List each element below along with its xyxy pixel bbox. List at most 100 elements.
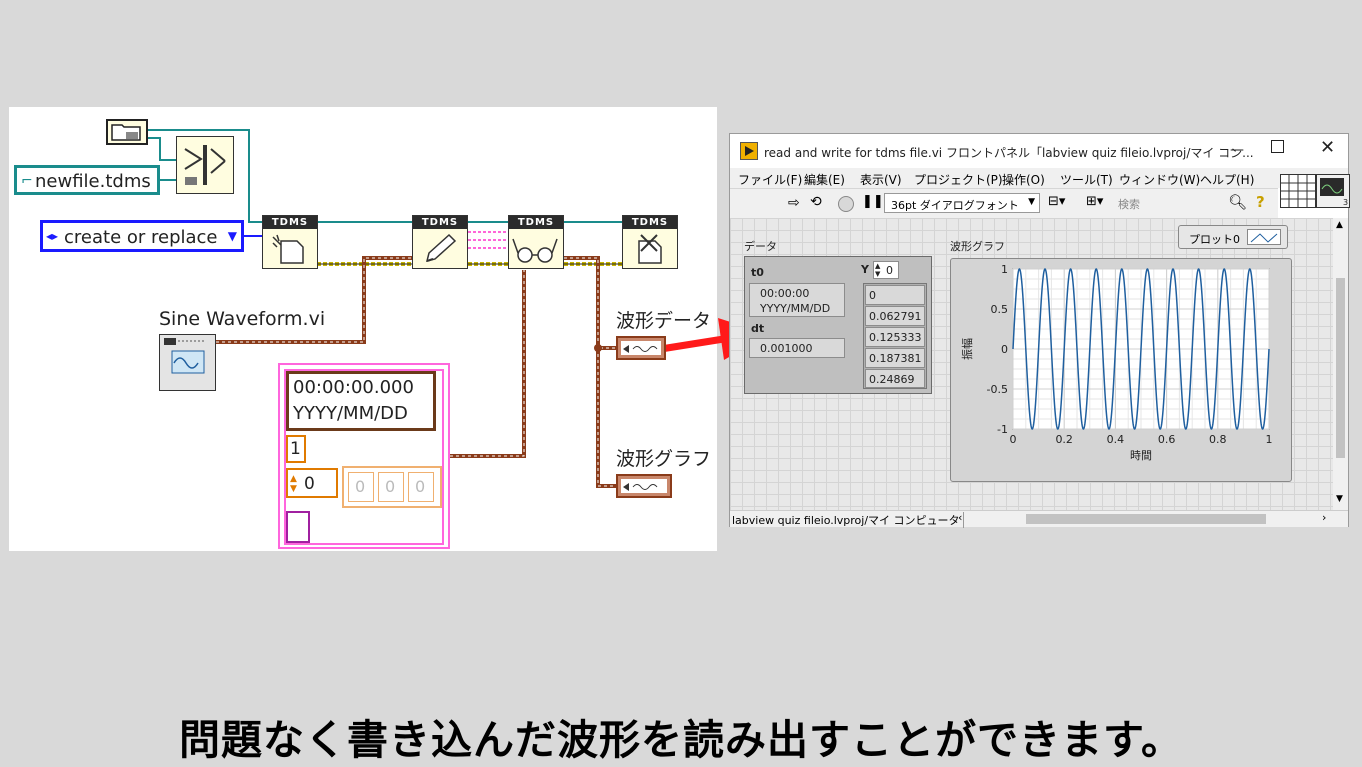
minimize-icon[interactable]: — bbox=[1230, 142, 1244, 158]
vi-icon[interactable]: 3 bbox=[1316, 174, 1350, 208]
menu-window[interactable]: ウィンドウ(W) bbox=[1119, 173, 1201, 187]
y-array-element: 0.062791 bbox=[869, 310, 922, 323]
graph-label: 波形グラフ bbox=[950, 240, 1005, 253]
menu-bar: ファイル(F) 編集(E) 表示(V) プロジェクト(P) 操作(O) ツール(… bbox=[730, 168, 1348, 188]
pause-icon[interactable]: ❚❚ bbox=[862, 194, 884, 209]
series-line bbox=[1012, 268, 1270, 430]
vertical-scroll-thumb[interactable] bbox=[1336, 278, 1345, 458]
horizontal-scroll-thumb[interactable] bbox=[1026, 514, 1266, 524]
dt-text: 1 bbox=[290, 439, 301, 459]
path-wire bbox=[136, 129, 262, 223]
menu-file[interactable]: ファイル(F) bbox=[738, 173, 803, 187]
t0-date: YYYY/MM/DD bbox=[760, 302, 831, 315]
help-icon[interactable]: ? bbox=[1256, 193, 1265, 211]
x-tick-label: 0.4 bbox=[1107, 433, 1125, 446]
array-index-control[interactable]: ▲▼ 0 bbox=[286, 468, 338, 498]
open-file-icon bbox=[272, 234, 304, 264]
align-icon[interactable]: ⊟▾ bbox=[1048, 194, 1066, 209]
tdms-close-header: TDMS bbox=[623, 216, 677, 229]
menu-help[interactable]: ヘルプ(H) bbox=[1200, 173, 1255, 187]
toolbar: ⇨ ⟲ ❚❚ 36pt ダイアログフォント ▼ ⊟▾ ⊞▾ 検索 🔍︎ ? bbox=[730, 188, 1278, 220]
array-element: 0 bbox=[385, 477, 396, 496]
sine-waveform-label: Sine Waveform.vi bbox=[159, 308, 326, 330]
search-input[interactable]: 検索 bbox=[1118, 198, 1140, 211]
plot-line-icon bbox=[1247, 229, 1281, 245]
attributes-constant[interactable] bbox=[286, 511, 310, 543]
t0-value: 00:00:00 YYYY/MM/DD bbox=[749, 283, 845, 317]
y-array-element: 0.187381 bbox=[869, 352, 922, 365]
x-tick-label: 0 bbox=[1010, 433, 1017, 446]
sine-waveform-vi-icon[interactable] bbox=[159, 334, 216, 391]
menu-edit[interactable]: 編集(E) bbox=[804, 173, 845, 187]
folder-constant-icon[interactable] bbox=[106, 115, 148, 145]
array-element: 0 bbox=[355, 477, 366, 496]
search-icon[interactable]: 🔍︎ bbox=[1228, 193, 1248, 211]
scroll-up-icon[interactable]: ▲ bbox=[1336, 220, 1343, 230]
file-path-constant[interactable]: ⌐ newfile.tdms bbox=[14, 165, 160, 195]
x-tick-label: 0.2 bbox=[1055, 433, 1073, 446]
tdms-read-node[interactable]: TDMS bbox=[508, 215, 564, 269]
y-array-element: 0 bbox=[869, 289, 876, 302]
tdms-write-node[interactable]: TDMS bbox=[412, 215, 468, 269]
dt-constant[interactable]: 1 bbox=[286, 435, 306, 463]
tdms-write-header: TDMS bbox=[413, 216, 467, 229]
wire-junction bbox=[594, 344, 602, 352]
y-array-element: 0.24869 bbox=[869, 373, 915, 386]
connector-pane-icon[interactable] bbox=[1280, 174, 1316, 208]
menu-operate[interactable]: 操作(O) bbox=[1002, 173, 1045, 187]
x-tick-label: 1 bbox=[1266, 433, 1273, 446]
scroll-left-icon[interactable]: ‹ bbox=[958, 511, 963, 524]
waveform-indicator-label: データ bbox=[744, 240, 777, 253]
close-icon[interactable]: ✕ bbox=[1320, 137, 1336, 158]
pencil-icon bbox=[425, 233, 457, 263]
tdms-close-node[interactable]: TDMS bbox=[622, 215, 678, 269]
chevron-down-icon: ▼ bbox=[1028, 197, 1035, 207]
t0-time-text: 00:00:00.000 bbox=[293, 377, 414, 398]
distribute-icon[interactable]: ⊞▾ bbox=[1086, 194, 1104, 209]
maximize-icon[interactable] bbox=[1271, 140, 1284, 153]
waveform-constant[interactable]: 00:00:00.000 YYYY/MM/DD 1 ▲▼ 0 0 0 0 bbox=[278, 363, 450, 549]
status-bar: labview quiz fileio.lvproj/マイ コンピュータ ‹ › bbox=[730, 510, 1348, 528]
operation-enum-constant[interactable]: ◂▸ create or replace ▼ bbox=[40, 220, 244, 252]
y-array: 0 0.062791 0.125333 0.187381 0.24869 bbox=[863, 283, 927, 389]
run-arrow-icon[interactable]: ⇨ bbox=[788, 195, 800, 211]
t0-timestamp-constant[interactable]: 00:00:00.000 YYYY/MM/DD bbox=[286, 371, 436, 431]
y-tick-label: 0 bbox=[1001, 343, 1008, 356]
index-text: 0 bbox=[304, 474, 315, 494]
font-select[interactable]: 36pt ダイアログフォント ▼ bbox=[884, 193, 1040, 213]
waveform-indicator: t0 00:00:00 YYYY/MM/DD dt 0.001000 Y ▲▼ … bbox=[744, 256, 932, 394]
tdms-open-node[interactable]: TDMS bbox=[262, 215, 318, 269]
glasses-icon bbox=[512, 238, 558, 263]
build-path-node-icon[interactable] bbox=[176, 136, 234, 194]
vertical-scrollbar[interactable]: ▲ ▼ bbox=[1333, 218, 1348, 510]
waveform-graph-indicator-label: 波形グラフ bbox=[616, 448, 712, 470]
index-stepper-icon: ▲▼ bbox=[290, 474, 297, 494]
graph-terminal-icon bbox=[623, 483, 658, 491]
y-array-constant[interactable]: 0 0 0 bbox=[342, 466, 442, 508]
y-tick-label: -1 bbox=[997, 423, 1008, 436]
plot-legend[interactable]: プロット0 bbox=[1178, 225, 1288, 249]
scroll-right-icon[interactable]: › bbox=[1322, 511, 1327, 524]
y-label: Y bbox=[861, 263, 869, 276]
enum-arrows-icon: ◂▸ bbox=[46, 229, 59, 243]
tdms-read-header: TDMS bbox=[509, 216, 563, 229]
close-file-icon bbox=[638, 234, 662, 264]
enum-text: create or replace bbox=[64, 227, 218, 248]
menu-project[interactable]: プロジェクト(P) bbox=[914, 173, 1003, 187]
waveform-data-indicator[interactable] bbox=[616, 336, 666, 360]
y-index-text: 0 bbox=[886, 264, 893, 277]
svg-text:3: 3 bbox=[1343, 198, 1348, 207]
menu-tools[interactable]: ツール(T) bbox=[1060, 173, 1113, 187]
slide-caption: 問題なく書き込んだ波形を読み出すことができます。 bbox=[179, 716, 1183, 764]
array-element: 0 bbox=[415, 477, 426, 496]
menu-view[interactable]: 表示(V) bbox=[860, 173, 902, 187]
abort-icon[interactable] bbox=[838, 196, 854, 212]
scroll-down-icon[interactable]: ▼ bbox=[1336, 494, 1343, 504]
y-index-control[interactable]: ▲▼ 0 bbox=[873, 261, 899, 279]
status-path: labview quiz fileio.lvproj/マイ コンピュータ bbox=[732, 512, 964, 528]
run-continuously-icon[interactable]: ⟲ bbox=[810, 194, 822, 210]
waveform-graph-indicator[interactable] bbox=[616, 474, 672, 498]
waveform-data-indicator-label: 波形データ bbox=[616, 310, 712, 332]
x-tick-label: 0.8 bbox=[1209, 433, 1227, 446]
dt-label: dt bbox=[751, 322, 765, 335]
